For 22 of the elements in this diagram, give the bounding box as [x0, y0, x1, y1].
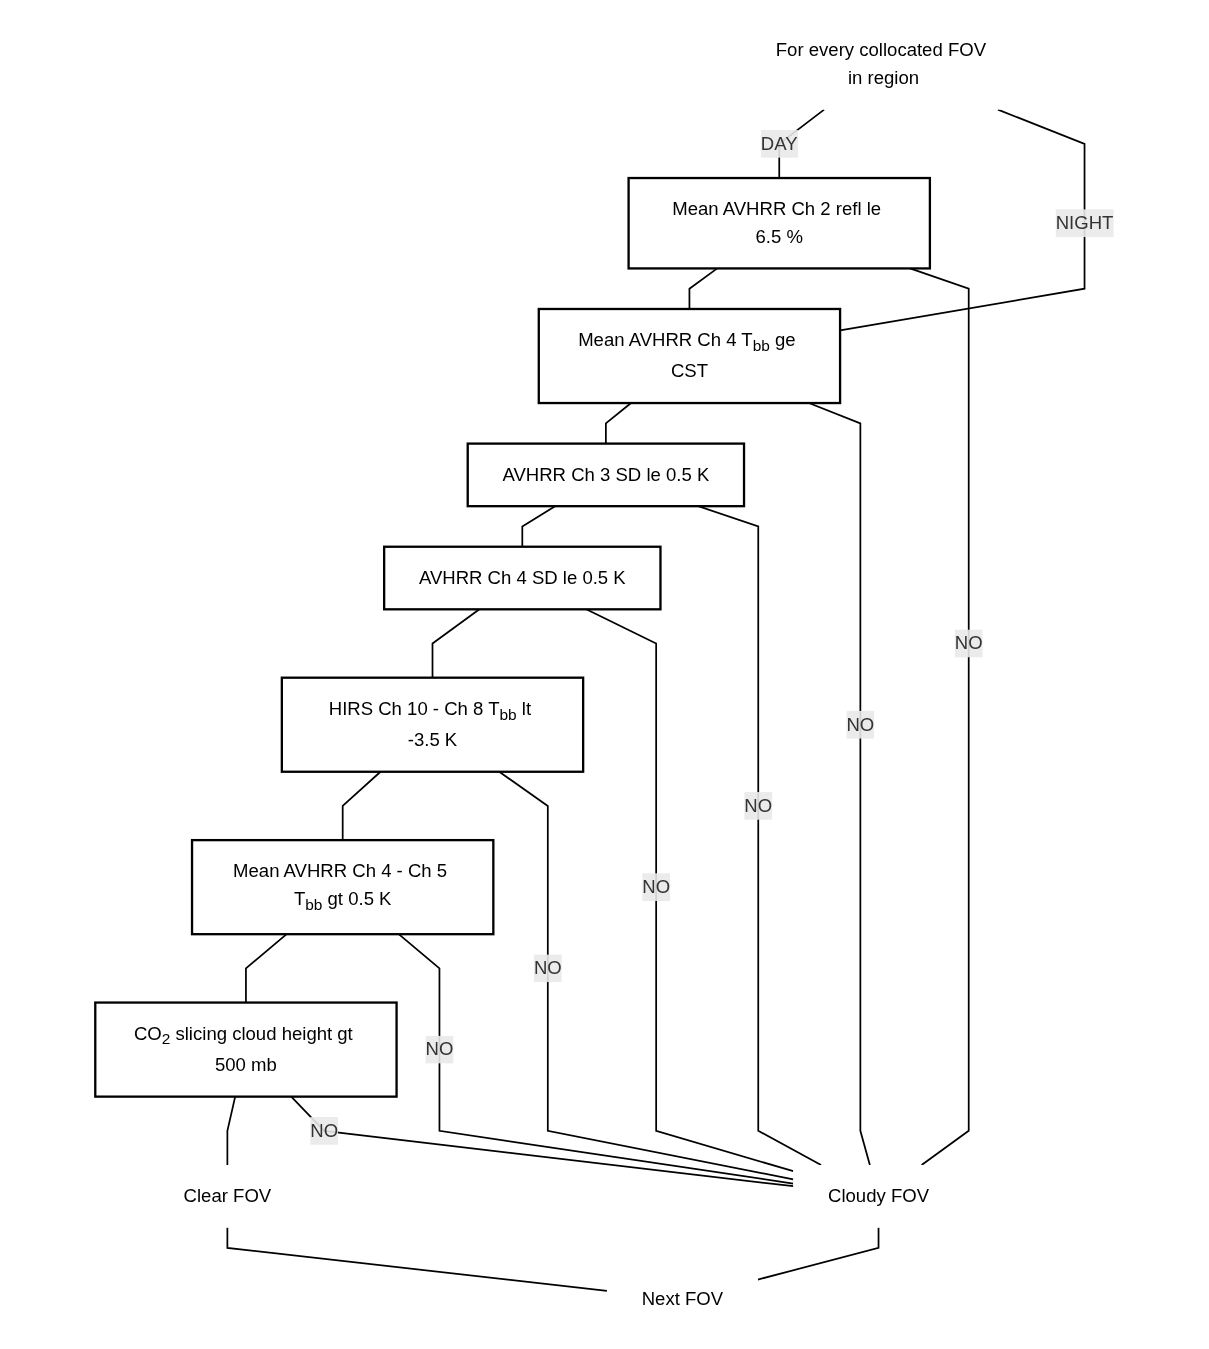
connector	[757, 1226, 880, 1280]
node-box: CO$_{2}$ slicing cloud height gt 500 mb	[94, 1000, 398, 1098]
node-box: AVHRR Ch 4 SD le 0.5 K	[383, 545, 662, 610]
node-box: Mean AVHRR Ch 4 - Ch 5 T$_{bb}$ gt 0.5 K	[191, 838, 495, 935]
node-box: Mean AVHRR Ch 2 refl le 6.5 %	[627, 176, 932, 270]
node-text: For every collocated FOV in region	[775, 39, 987, 88]
edge-label: NO	[310, 1119, 339, 1140]
node-box: AVHRR Ch 3 SD le 0.5 K	[466, 441, 746, 507]
node-text: Clear FOV	[183, 1185, 272, 1206]
edge-label: DAY	[761, 132, 798, 153]
edge-label: NO	[954, 632, 983, 653]
node-box: Mean AVHRR Ch 4 T$_{bb}$ ge CST	[537, 307, 842, 404]
edge-label: NO	[534, 957, 562, 978]
node-text: Cloudy FOV	[828, 1185, 930, 1206]
edge-label: NO	[846, 713, 875, 734]
connector	[226, 1226, 608, 1292]
edge-label: NO	[425, 1038, 454, 1059]
edge-label: NO	[642, 876, 671, 896]
node-text: Next FOV	[641, 1288, 724, 1309]
edge-label: NIGHT	[1055, 212, 1114, 232]
node-box: HIRS Ch 10 - Ch 8 T$_{bb}$ lt -3.5 K	[280, 676, 585, 773]
edge-label: NO	[744, 795, 773, 815]
